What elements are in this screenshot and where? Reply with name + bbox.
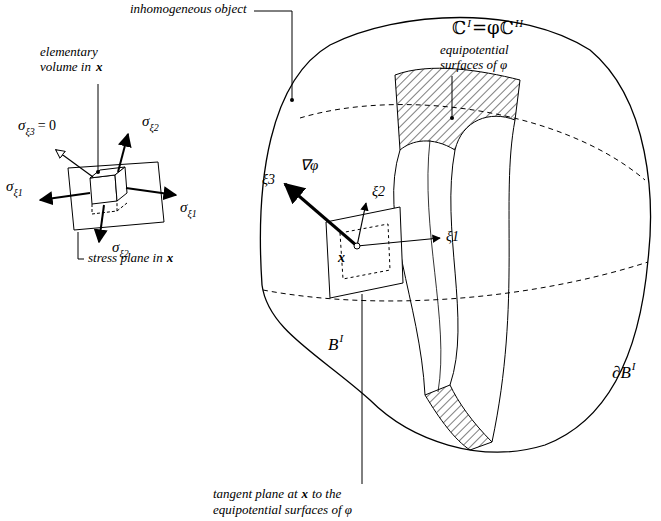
leader-dot: [290, 98, 294, 102]
cube-front: [90, 175, 117, 204]
label: σ: [142, 113, 149, 130]
label: I: [339, 332, 343, 345]
stress-plane: [68, 162, 164, 230]
label: I: [467, 17, 471, 30]
label: x: [338, 250, 345, 266]
tangent-plane: [326, 207, 403, 298]
label: ξ1: [13, 187, 22, 199]
hatched-cut: [425, 385, 492, 450]
leader-line: [254, 11, 292, 100]
equipotential-surface: [450, 150, 458, 385]
stress-arrow: [126, 188, 176, 195]
object-outline: [260, 18, 650, 453]
label: x: [96, 60, 103, 75]
stress-arrow: [99, 205, 104, 242]
label: equipotential surfaces of φ: [440, 43, 532, 73]
label: σ: [18, 117, 25, 134]
xi1-axis: [357, 238, 440, 246]
label: ξ1: [446, 229, 459, 245]
label: stress plane in: [88, 251, 163, 266]
label: x: [302, 487, 309, 502]
label: ξ3: [262, 172, 275, 188]
label: σ: [6, 178, 13, 195]
label: equipotential surfaces of φ: [213, 503, 352, 518]
label: ℂ: [452, 18, 466, 39]
label: B: [328, 335, 338, 355]
nabla-phi-arrow: [285, 184, 357, 246]
cube-side: [115, 167, 127, 201]
leader-dot: [450, 116, 454, 120]
label: ξ2: [149, 122, 158, 134]
label: ∂B: [612, 363, 631, 383]
label: ∇φ: [300, 157, 318, 174]
label: I: [632, 360, 636, 373]
leader-line: [78, 232, 84, 259]
leader-line: [452, 76, 453, 118]
leader-line: [98, 84, 99, 172]
cube-hidden: [92, 201, 127, 214]
tangent-plane-inner: [340, 224, 390, 279]
stress-arrow: [118, 134, 128, 172]
equipotential-surface: [428, 140, 441, 392]
hatched-cut: [395, 68, 520, 150]
label: ξ1: [187, 208, 196, 220]
stress-arrow: [40, 193, 90, 200]
label: ξ3: [25, 126, 34, 138]
label: =φℂ: [472, 18, 514, 39]
label: ξ2: [372, 184, 385, 200]
equipotential-surface: [492, 120, 515, 442]
label: = 0: [38, 118, 56, 134]
point-x: [354, 243, 360, 249]
label: σ: [180, 199, 187, 216]
label: x: [167, 251, 174, 266]
label: inhomogeneous object: [130, 2, 247, 17]
leader-line: [362, 294, 363, 484]
leader-dot: [96, 170, 100, 174]
xi2-axis: [357, 203, 366, 246]
label: to the: [312, 487, 341, 502]
stress-arrow: [56, 150, 93, 177]
label: tangent plane at: [213, 487, 298, 502]
label: H: [515, 17, 523, 30]
